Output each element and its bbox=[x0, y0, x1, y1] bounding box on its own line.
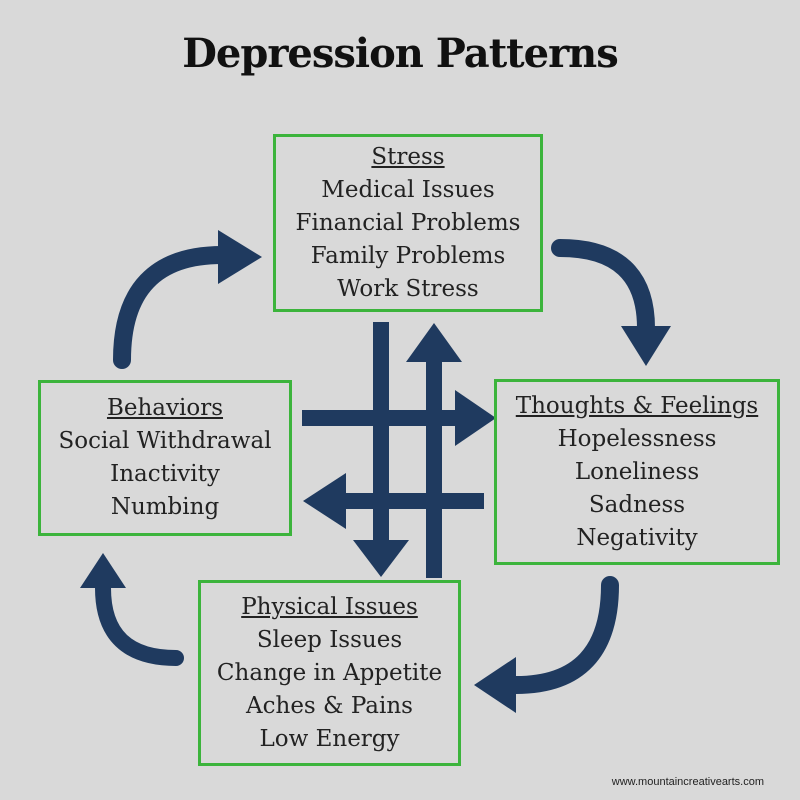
page-title: Depression Patterns bbox=[182, 30, 619, 77]
arrowhead-physical-to-behaviors bbox=[80, 553, 126, 588]
straight-arrow-stress-to-physical bbox=[373, 322, 389, 544]
arrowhead-behaviors-to-stress bbox=[218, 230, 262, 284]
thoughts-feelings-item: Hopelessness bbox=[557, 425, 717, 452]
arrowhead-physical-to-stress bbox=[406, 323, 462, 362]
physical-issues-item: Change in Appetite bbox=[216, 659, 443, 686]
physical-issues-item: Aches & Pains bbox=[246, 692, 413, 719]
straight-arrow-behaviors-to-thoughts bbox=[302, 410, 458, 426]
arrowhead-stress-to-physical bbox=[353, 540, 409, 577]
behaviors-item: Numbing bbox=[110, 494, 220, 520]
behaviors-heading: Behaviors bbox=[106, 395, 224, 421]
stress-heading: Stress bbox=[371, 143, 445, 170]
arrowhead-thoughts-to-physical bbox=[474, 657, 516, 713]
thoughts-feelings-item: Loneliness bbox=[574, 458, 700, 485]
behaviors-box: Behaviors Social Withdrawal Inactivity N… bbox=[38, 380, 292, 536]
behaviors-item: Inactivity bbox=[110, 461, 220, 487]
arrowhead-thoughts-to-behaviors bbox=[303, 473, 346, 529]
arrowhead-behaviors-to-thoughts bbox=[455, 390, 496, 446]
behaviors-item: Social Withdrawal bbox=[58, 428, 272, 454]
stress-box: Stress Medical Issues Financial Problems… bbox=[273, 134, 543, 312]
curved-arrow-physical-to-behaviors bbox=[95, 580, 184, 666]
physical-issues-item: Sleep Issues bbox=[256, 626, 403, 653]
curved-arrow-behaviors-to-stress bbox=[113, 246, 231, 369]
arrowhead-stress-to-thoughts bbox=[621, 326, 671, 366]
thoughts-feelings-item: Negativity bbox=[576, 524, 698, 551]
curved-arrow-thoughts-to-physical bbox=[507, 576, 619, 694]
physical-issues-heading: Physical Issues bbox=[241, 593, 418, 620]
stress-item: Work Stress bbox=[337, 275, 479, 302]
footer-website-credit: www.mountaincreativearts.com bbox=[611, 776, 764, 788]
thoughts-feelings-item: Sadness bbox=[588, 491, 686, 518]
stress-item: Family Problems bbox=[310, 242, 506, 269]
curved-arrow-stress-to-thoughts bbox=[551, 239, 655, 337]
stress-item: Financial Problems bbox=[295, 209, 521, 236]
thoughts-feelings-heading: Thoughts & Feelings bbox=[515, 392, 759, 419]
straight-arrow-thoughts-to-behaviors bbox=[342, 493, 484, 509]
stress-item: Medical Issues bbox=[321, 176, 495, 203]
thoughts-feelings-box: Thoughts & Feelings Hopelessness Lonelin… bbox=[494, 379, 780, 565]
straight-arrow-physical-to-stress bbox=[426, 358, 442, 578]
physical-issues-box: Physical Issues Sleep Issues Change in A… bbox=[198, 580, 461, 766]
physical-issues-item: Low Energy bbox=[259, 725, 400, 752]
